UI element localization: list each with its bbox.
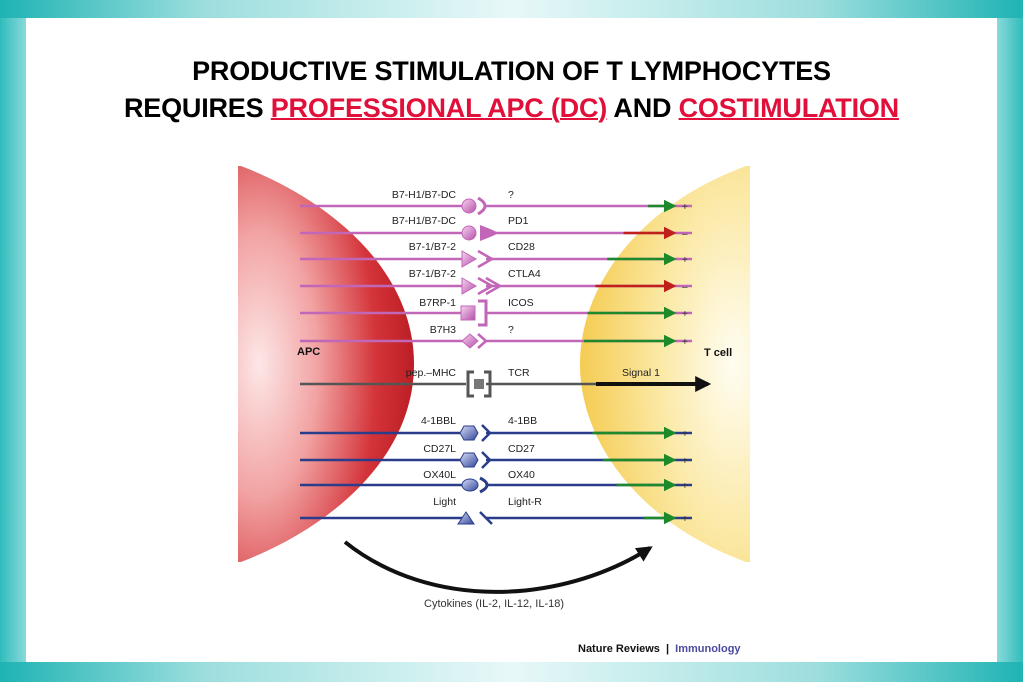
bottom-border [0,662,1023,682]
title-line2-middle: AND [613,93,672,123]
receptor-chevron-icon [481,451,492,469]
receptor-label: CTLA4 [508,268,541,280]
credit: Nature Reviews | Immunology [578,643,741,655]
title-highlight-costimulation: COSTIMULATION [678,93,900,123]
top-border [0,0,1023,18]
receptor-cup-icon [479,476,489,494]
receptor-chevron-icon [481,424,492,442]
credit-brand: Nature Reviews [578,643,660,655]
effect-sign: – [682,282,688,293]
ligand-hexagon-icon [459,452,479,468]
ligand-label: B7RP-1 [419,297,456,309]
receptor-label: Light-R [508,496,542,508]
ligand-triangle-icon [461,277,478,295]
receptor-chevron-icon [477,249,495,269]
tcell-label: T cell [704,347,732,359]
credit-separator: | [666,643,669,655]
receptor-label: OX40 [508,469,535,481]
receptor-label: ICOS [508,297,534,309]
effect-sign: + [682,309,688,320]
apc-cell [238,166,414,562]
receptor-label: ? [508,189,514,201]
slide-title-line2: REQUIRES PROFESSIONAL APC (DC) AND COSTI… [0,93,1023,124]
tcr-bracket-icon [484,370,492,398]
effect-sign: – [682,229,688,240]
ligand-triangle-icon [461,250,478,268]
signal-1-label: Signal 1 [622,367,660,379]
ligand-diamond-icon [461,333,479,349]
receptor-chevron-icon [477,333,488,349]
receptor-label: ? [508,324,514,336]
title-line2-prefix: REQUIRES [124,93,264,123]
cytokines-arrow [343,540,653,594]
ligand-label: Light [433,496,456,508]
ligand-label: CD27L [423,443,456,455]
receptor-chevron-icon [485,276,503,296]
receptor-label: CD28 [508,241,535,253]
ligand-label: B7-H1/B7-DC [392,215,457,227]
effect-sign: + [682,429,688,440]
receptor-label: PD1 [508,215,529,227]
ligand-hexagon-icon [459,425,479,441]
receptor-claw-icon [480,225,498,241]
ligand-label: B7-1/B7-2 [409,241,456,253]
title-line1-text: PRODUCTIVE STIMULATION OF T LYMPHOCYTES [192,56,831,86]
receptor-cup-icon [477,196,487,216]
ligand-ball-icon [461,198,477,214]
apc-label: APC [297,346,320,358]
title-highlight-apc: PROFESSIONAL APC (DC) [270,93,608,123]
mhc-bracket-icon [466,370,474,398]
ligand-label: B7-H1/B7-DC [392,189,457,201]
effect-sign: + [682,337,688,348]
ligand-ellipse-icon [461,478,479,492]
receptor-label: TCR [508,367,530,379]
ligand-label: pep.–MHC [406,367,457,379]
receptor-label: 4-1BB [508,415,537,427]
ligand-label: B7H3 [430,324,456,336]
ligand-label: 4-1BBL [421,415,456,427]
ligand-wedge-icon [457,511,475,525]
slide-title-line1: PRODUCTIVE STIMULATION OF T LYMPHOCYTES [0,56,1023,87]
peptide-square-icon [474,379,484,389]
receptor-slash-icon [479,511,493,525]
receptor-bracket-icon [478,299,488,327]
ligand-square-icon [460,305,476,321]
effect-sign: + [682,202,688,213]
receptor-chevron-icon [477,276,495,296]
effect-sign: + [682,514,688,525]
effect-sign: + [682,481,688,492]
effect-sign: + [682,456,688,467]
cytokines-label: Cytokines (IL-2, IL-12, IL-18) [424,598,564,610]
effect-sign: + [682,255,688,266]
credit-journal: Immunology [675,643,741,655]
ligand-label: B7-1/B7-2 [409,268,456,280]
t-cell [580,166,750,562]
ligand-ball-icon [461,225,477,241]
ligand-label: OX40L [423,469,456,481]
receptor-label: CD27 [508,443,535,455]
